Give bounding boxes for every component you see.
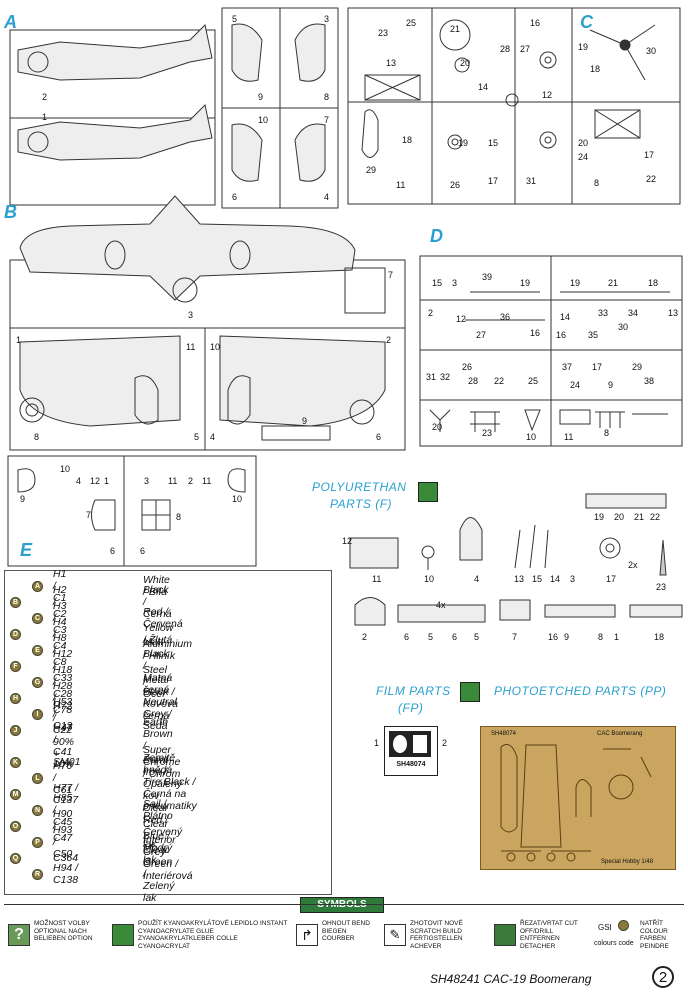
paint-key-badge: B [10, 596, 21, 608]
paint-key-badge: Q [10, 852, 21, 864]
film-sheet: SH48074 [384, 726, 438, 776]
paint-key-badge: N [32, 804, 43, 816]
symbols-title: SYMBOLS [300, 897, 384, 913]
cut-icon [494, 924, 516, 946]
paint-key-badge: F [10, 660, 21, 672]
bend-arrow-icon: ↱ [296, 924, 318, 946]
paint-key-badge: L [32, 772, 43, 784]
paint-key-badge: J [10, 724, 21, 736]
glue-icon [460, 682, 480, 702]
gsi-badge-icon [618, 920, 629, 931]
glue-icon [418, 482, 438, 502]
sprue-c-letter: C [580, 12, 593, 32]
poly-caption-line2: PARTS (F) [330, 497, 393, 511]
paint-key-badge: A [32, 580, 43, 592]
symbols-rule [4, 904, 684, 905]
question-icon: ? [8, 924, 30, 946]
poly-caption-line1: POLYURETHAN [312, 480, 407, 494]
sprue-e-letter: E [20, 540, 33, 560]
paint-key-badge: K [10, 756, 21, 768]
document-title: SH48241 CAC-19 Boomerang [430, 972, 592, 986]
paint-key-badge: D [10, 628, 21, 640]
photoetched-caption: PHOTOETCHED PARTS (PP) [494, 684, 667, 698]
paint-key-badge: G [32, 676, 43, 688]
page-number: 2 [652, 966, 674, 988]
paint-key-badge: R [32, 868, 43, 880]
sprue-a-letter: A [4, 12, 17, 32]
paint-key-badge: I [32, 708, 43, 720]
sprue-b-letter: B [4, 202, 17, 222]
glue-drop-icon [112, 924, 134, 946]
photoetch-fret: SH48074 CAC Boomerang Special Hobby 1/48 [480, 726, 676, 870]
paint-key-badge: P [32, 836, 43, 848]
film-caption-line1: FILM PARTS [376, 684, 451, 698]
film-caption-line2: (FP) [398, 701, 424, 715]
sprue-d-letter: D [430, 226, 443, 246]
paint-key-badge: C [32, 612, 43, 624]
paint-key-badge: O [10, 820, 21, 832]
pencil-icon: ✎ [384, 924, 406, 946]
paint-key-badge: E [32, 644, 43, 656]
paint-list-frame [4, 570, 332, 895]
paint-key-badge: H [10, 692, 21, 704]
symbol-gsi-colour: GSI colours code NATŘÍT COLOUR FARBEN PE… [594, 920, 669, 950]
paint-key-badge: M [10, 788, 21, 800]
film-sheet-code: SH48074 [396, 761, 426, 768]
